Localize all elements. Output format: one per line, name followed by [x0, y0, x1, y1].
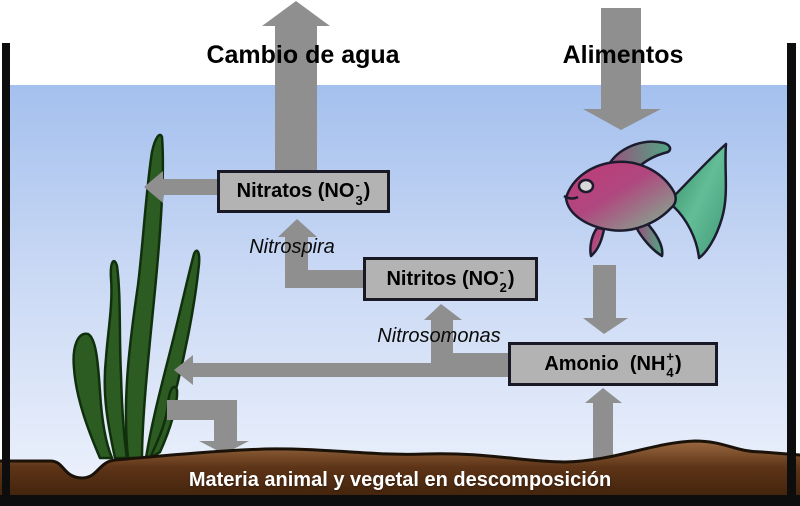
arrow-amonio-to-plant [174, 355, 508, 385]
arrow-plant-to-substrate [167, 400, 249, 454]
nitratos-box: Nitratos (NO-3) [217, 170, 390, 213]
nitrosomonas-label: Nitrosomonas [377, 325, 501, 347]
amonio-text: Amonio (NH [544, 352, 666, 375]
water-change-label: Cambio de agua [206, 41, 400, 69]
amonio-box: Amonio (NH+4) [508, 342, 718, 386]
nitritos-text: Nitritos (NO [386, 267, 499, 290]
tank-wall-right [787, 43, 796, 506]
arrow-fish-to-amonio [583, 265, 628, 334]
substrate [0, 439, 800, 502]
nitritos-charge: -2 [499, 264, 507, 295]
amonio-charge: +4 [666, 349, 674, 380]
nitratos-text: Nitratos (NO [236, 180, 355, 202]
arrow-amonio-to-nitritos [424, 304, 508, 370]
nitrospira-label: Nitrospira [249, 236, 335, 258]
tank-wall-left [2, 43, 10, 506]
fish-illustration [563, 140, 728, 260]
nitratos-charge: -3 [355, 176, 363, 208]
nitritos-box: Nitritos (NO-2) [363, 257, 538, 301]
food-label: Alimentos [562, 41, 684, 69]
arrow-substrate-to-amonio [585, 388, 622, 458]
fish-eye [577, 178, 595, 194]
tank-wall-bottom [0, 495, 800, 506]
arrow-water-change [262, 1, 330, 170]
substrate-caption: Materia animal y vegetal en descomposici… [188, 469, 612, 491]
arrow-food [583, 8, 661, 130]
arrow-nitratos-to-plant [144, 171, 217, 203]
arrow-nitritos-to-nitratos [278, 219, 363, 288]
